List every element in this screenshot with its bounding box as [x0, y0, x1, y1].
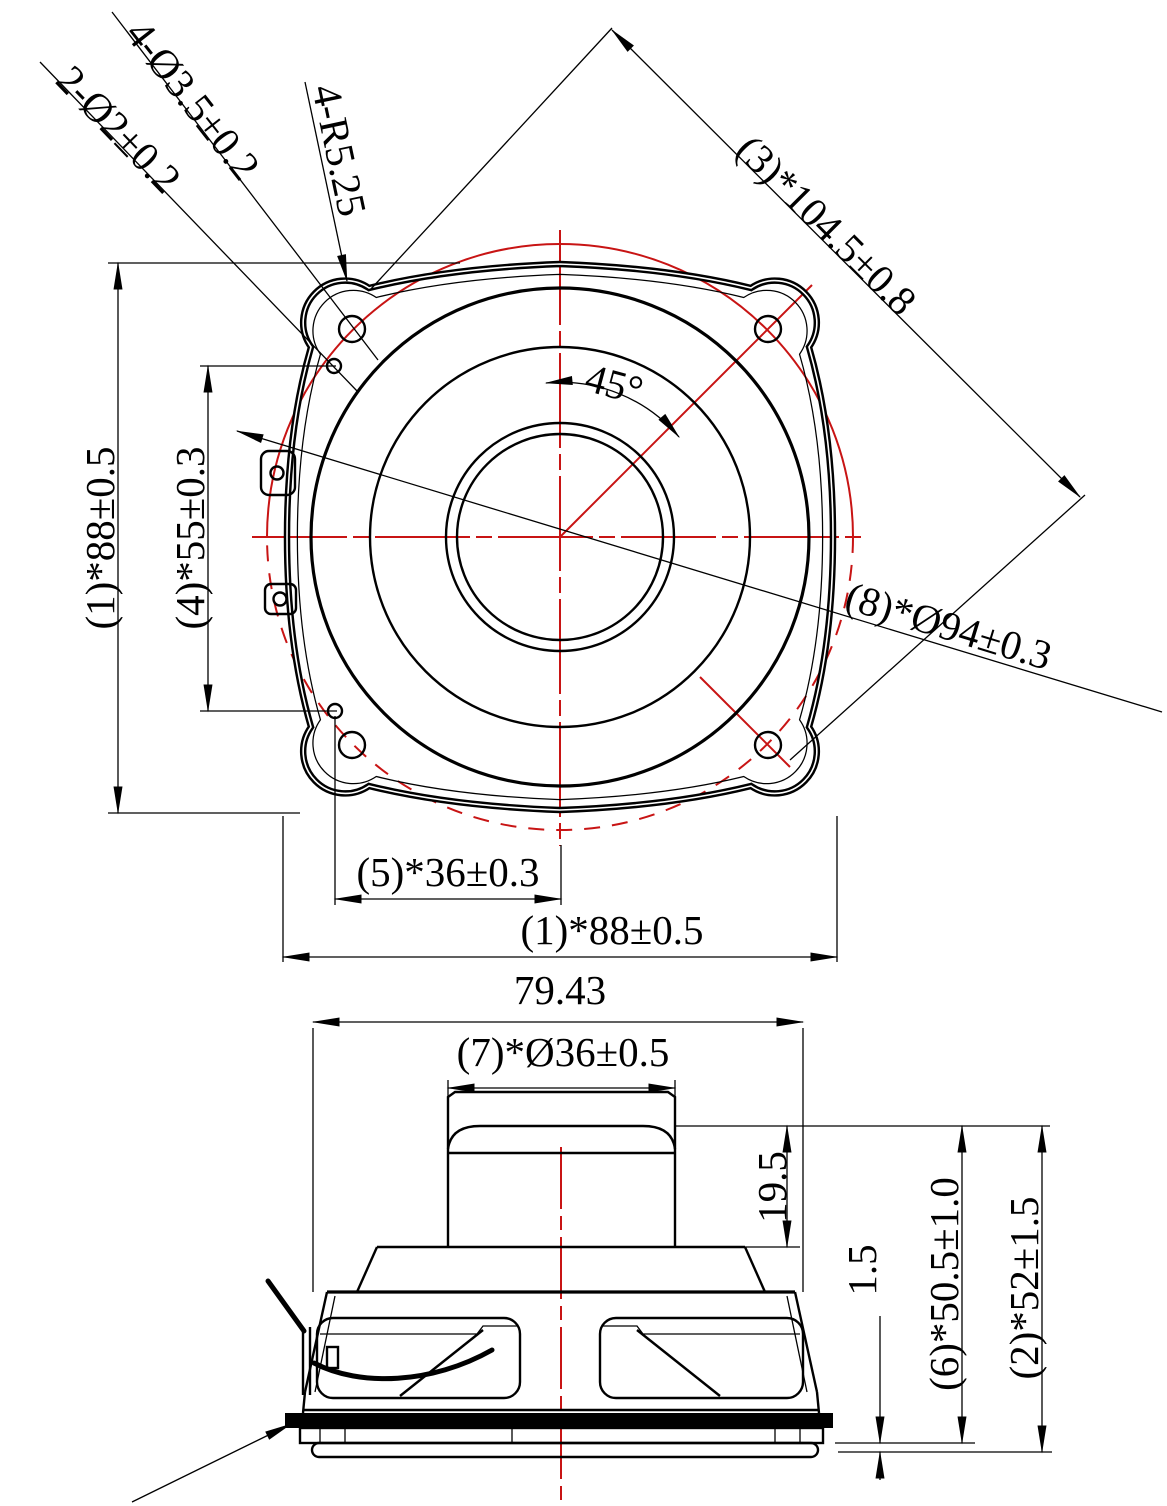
flare-side — [743, 1246, 767, 1293]
basket-spoke — [636, 1329, 721, 1397]
dim-label-basket-width: 79.43 — [514, 967, 606, 1013]
leaders — [39, 11, 1163, 713]
left-dimensions — [108, 261, 460, 815]
extension-line — [369, 27, 613, 291]
top-view: 2-Ø2±0.2 4-Ø3.5±0.2 4-R5.25 (3)*104.5±0.… — [39, 11, 1163, 962]
dim-label-gasket-step: 1.5 — [839, 1244, 885, 1295]
dim-label-bolt-circle: (8)*Ø94±0.3 — [840, 573, 1057, 679]
side-top-dimensions — [311, 1017, 805, 1292]
surround-outer-circle — [309, 286, 811, 788]
centerlines-red — [252, 230, 866, 846]
window-inner-line — [602, 1325, 800, 1335]
leader-small-holes — [39, 61, 359, 393]
magnet-assembly — [446, 1090, 677, 1246]
extension-line — [789, 494, 1086, 761]
cone-circle — [368, 345, 752, 729]
dim-label-magnet-diameter: (7)*Ø36±0.5 — [457, 1029, 670, 1075]
diagonal-dimension — [369, 27, 1086, 761]
leader-mount-holes — [111, 11, 379, 361]
dim-label-frame-height: (1)*88±0.5 — [77, 446, 123, 629]
terminal-hole — [269, 465, 285, 481]
magnet-outline — [446, 1090, 677, 1246]
leader-corner-radius — [304, 81, 348, 283]
gasket-face — [310, 1441, 820, 1459]
side-right-dimensions — [675, 1124, 1052, 1480]
bottom-dimensions — [281, 716, 839, 962]
terminal-hole — [272, 591, 288, 607]
basket-profile — [301, 1245, 821, 1414]
lead-wire — [265, 1278, 307, 1334]
dim-label-hole-to-center: (5)*36±0.3 — [356, 849, 539, 895]
corner-hole-centerline — [699, 676, 791, 768]
dim-label-height-to-flange: (6)*50.5±1.0 — [921, 1177, 967, 1391]
dim-label-lug-spacing: (4)*55±0.3 — [167, 446, 213, 629]
gasket-bar — [285, 1413, 833, 1428]
terminal-lug — [259, 449, 297, 497]
basket-window — [598, 1316, 805, 1400]
yoke-dome — [446, 1124, 677, 1150]
side-view: 79.43 (7)*Ø36±0.5 19.5 1.5 (6)*50.5±1.0 … — [131, 967, 1052, 1503]
window-inner-line — [320, 1325, 518, 1335]
terminal-lug — [263, 582, 298, 616]
gasket-flange — [285, 1413, 833, 1459]
mounting-hole — [337, 730, 367, 760]
basket-side — [793, 1291, 819, 1393]
dimension-line — [610, 28, 1082, 499]
mounting-hole — [337, 314, 367, 344]
mounting-hole — [753, 730, 783, 760]
cone-circles — [309, 286, 811, 788]
terminal-tab — [325, 1345, 340, 1370]
terminal-lugs — [259, 449, 298, 616]
leader-gasket — [131, 1423, 293, 1503]
dim-label-magnet-height: 19.5 — [749, 1151, 795, 1223]
dim-label-corner-radius: 4-R5.25 — [303, 80, 376, 220]
terminal-and-wire — [265, 1278, 495, 1395]
flare-side — [355, 1246, 379, 1293]
basket-window — [315, 1316, 522, 1400]
basket-spoke — [399, 1329, 484, 1397]
dim-label-frame-width: (1)*88±0.5 — [520, 907, 703, 953]
dim-label-total-height: (2)*52±1.5 — [1001, 1196, 1047, 1379]
dim-label-corner-diagonal: (3)*104.5±0.8 — [728, 126, 926, 324]
lead-wire — [311, 1347, 495, 1382]
basket-side-inner — [314, 1295, 336, 1393]
leader-bolt-circle — [235, 430, 1163, 713]
